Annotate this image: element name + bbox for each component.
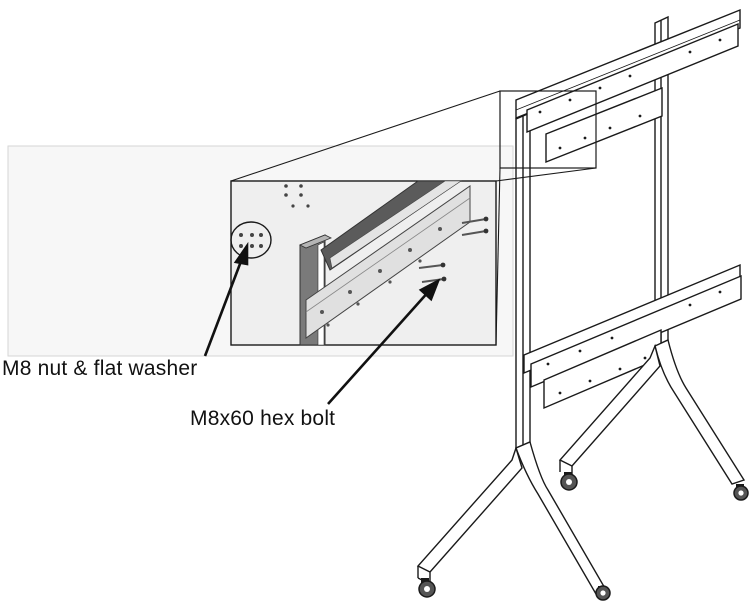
upper-adapter-bracket [545,86,663,164]
zoom-source-box [499,90,597,169]
nut-washer-callout: M8 nut & flat washer [2,357,198,380]
caster-wheel [733,484,749,501]
lower-rail-front [530,274,742,389]
hex-bolt-arrow [327,289,431,405]
left-column [515,111,531,450]
caster-wheel [560,472,578,491]
caster-wheel [595,585,611,601]
left-base-leg [416,441,608,595]
caster-wheels [418,472,749,601]
caster-wheel [418,578,436,598]
hex-bolt-callout: M8x60 hex bolt [190,407,336,430]
callout-arrows [203,241,441,405]
rail-bolt-holes [538,38,722,395]
nut-washer-arrow [203,255,245,357]
upper-rail-front [526,22,739,134]
right-base-leg [558,339,746,485]
detail-inset [230,180,497,346]
nut-washer-highlight-circle [230,221,272,259]
